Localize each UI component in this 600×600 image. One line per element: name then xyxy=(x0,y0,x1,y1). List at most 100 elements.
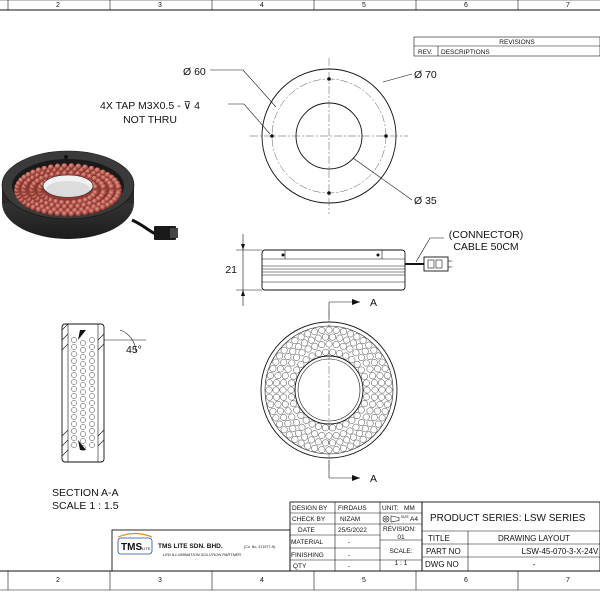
isometric-led xyxy=(58,199,65,206)
title-block: TMS LITE TMS LITE SDN. BHD. (Co. No. 471… xyxy=(111,501,600,572)
face-led xyxy=(276,352,283,360)
face-led xyxy=(318,326,326,334)
face-led xyxy=(304,442,312,450)
isometric-led xyxy=(30,204,37,211)
section-led xyxy=(80,431,86,437)
company-logo: TMS LITE xyxy=(117,532,153,555)
face-led xyxy=(314,334,322,342)
isometric-led xyxy=(86,173,93,180)
title-label: TITLE xyxy=(428,534,450,543)
section-label-line1: SECTION A-A xyxy=(52,487,119,499)
isometric-led xyxy=(54,210,61,217)
face-led xyxy=(280,393,287,401)
grid-label-bottom-6: 6 xyxy=(464,577,468,584)
grid-label-bottom-5: 5 xyxy=(362,577,366,584)
grid-label-top-5: 5 xyxy=(362,2,366,9)
face-led xyxy=(297,360,305,368)
connector-plug xyxy=(423,256,449,272)
section-led xyxy=(71,344,77,350)
section-led xyxy=(89,386,95,392)
face-led xyxy=(346,330,354,338)
face-led xyxy=(291,435,299,443)
face-led xyxy=(290,400,297,408)
isometric-led xyxy=(38,175,45,182)
section-led xyxy=(71,358,77,364)
face-led xyxy=(383,372,391,379)
isometric-led xyxy=(30,169,37,176)
face-led xyxy=(362,359,370,367)
face-led xyxy=(383,400,391,408)
front-view: Ø 60 Ø 70 Ø 35 4X TAP M3X0.5 - ⊽ 4 NOT T… xyxy=(100,58,437,214)
isometric-led xyxy=(91,198,98,205)
isometric-led xyxy=(82,209,89,216)
section-led xyxy=(71,386,77,392)
face-led xyxy=(342,352,350,360)
size-value: A4 xyxy=(410,516,418,523)
revisions-table: REVISIONS REV. DESCRIPTIONS xyxy=(413,36,600,57)
face-led xyxy=(304,345,312,353)
section-led xyxy=(89,344,95,350)
section-led xyxy=(71,393,77,399)
material-value: - xyxy=(348,539,350,546)
grid-label-bottom-4: 4 xyxy=(260,577,264,584)
face-led xyxy=(269,365,277,373)
section-led xyxy=(80,417,86,423)
isometric-led xyxy=(68,203,75,210)
design-by-label: DESIGN BY xyxy=(292,505,328,512)
section-led xyxy=(80,340,86,346)
face-led xyxy=(325,340,333,348)
isometric-led xyxy=(86,200,93,207)
face-led xyxy=(366,353,374,360)
face-led-array xyxy=(265,326,393,454)
isometric-led xyxy=(49,171,55,178)
isometric-led-array xyxy=(14,163,122,217)
face-led xyxy=(276,365,284,373)
face-led xyxy=(273,379,280,387)
face-led xyxy=(267,372,275,379)
face-led xyxy=(349,433,357,441)
section-led xyxy=(89,365,95,371)
section-led xyxy=(71,421,77,427)
face-led xyxy=(335,350,343,357)
face-led xyxy=(376,400,384,408)
finishing-label: FINISHING xyxy=(291,552,324,559)
face-led xyxy=(359,337,367,344)
section-led xyxy=(71,351,77,357)
face-led xyxy=(284,419,292,427)
face-led xyxy=(321,333,329,341)
isometric-led xyxy=(55,203,62,210)
isometric-led xyxy=(43,200,50,207)
face-led xyxy=(304,427,312,435)
logo-sub: LITE xyxy=(142,546,151,551)
face-led xyxy=(314,438,322,446)
face-led xyxy=(281,400,289,408)
check-by-value: NIZAM xyxy=(340,516,360,523)
isometric-led xyxy=(115,183,122,190)
face-led xyxy=(376,372,384,380)
face-led xyxy=(358,354,365,361)
face-led xyxy=(385,386,393,394)
isometric-led xyxy=(61,163,68,170)
face-led xyxy=(370,414,378,421)
isometric-led xyxy=(82,197,89,204)
section-led xyxy=(89,442,95,448)
face-led xyxy=(274,372,282,380)
revisions-title: REVISIONS xyxy=(499,39,535,46)
face-led xyxy=(339,444,347,452)
section-led xyxy=(89,372,95,378)
face-led xyxy=(332,326,340,334)
face-led xyxy=(360,400,368,408)
scale-label: SCALE: xyxy=(389,548,412,555)
grid-label-top-3: 3 xyxy=(158,2,162,9)
section-led xyxy=(80,410,86,416)
face-led xyxy=(366,419,374,427)
face-led xyxy=(370,346,378,354)
face-led xyxy=(336,438,344,446)
face-led xyxy=(315,350,322,357)
face-led xyxy=(318,341,326,348)
face-led xyxy=(289,347,297,355)
grid-label-top-7: 7 xyxy=(566,2,570,9)
design-by-value: FIRDAUS xyxy=(338,505,367,512)
face-led xyxy=(348,416,356,424)
isometric-led xyxy=(94,206,101,213)
